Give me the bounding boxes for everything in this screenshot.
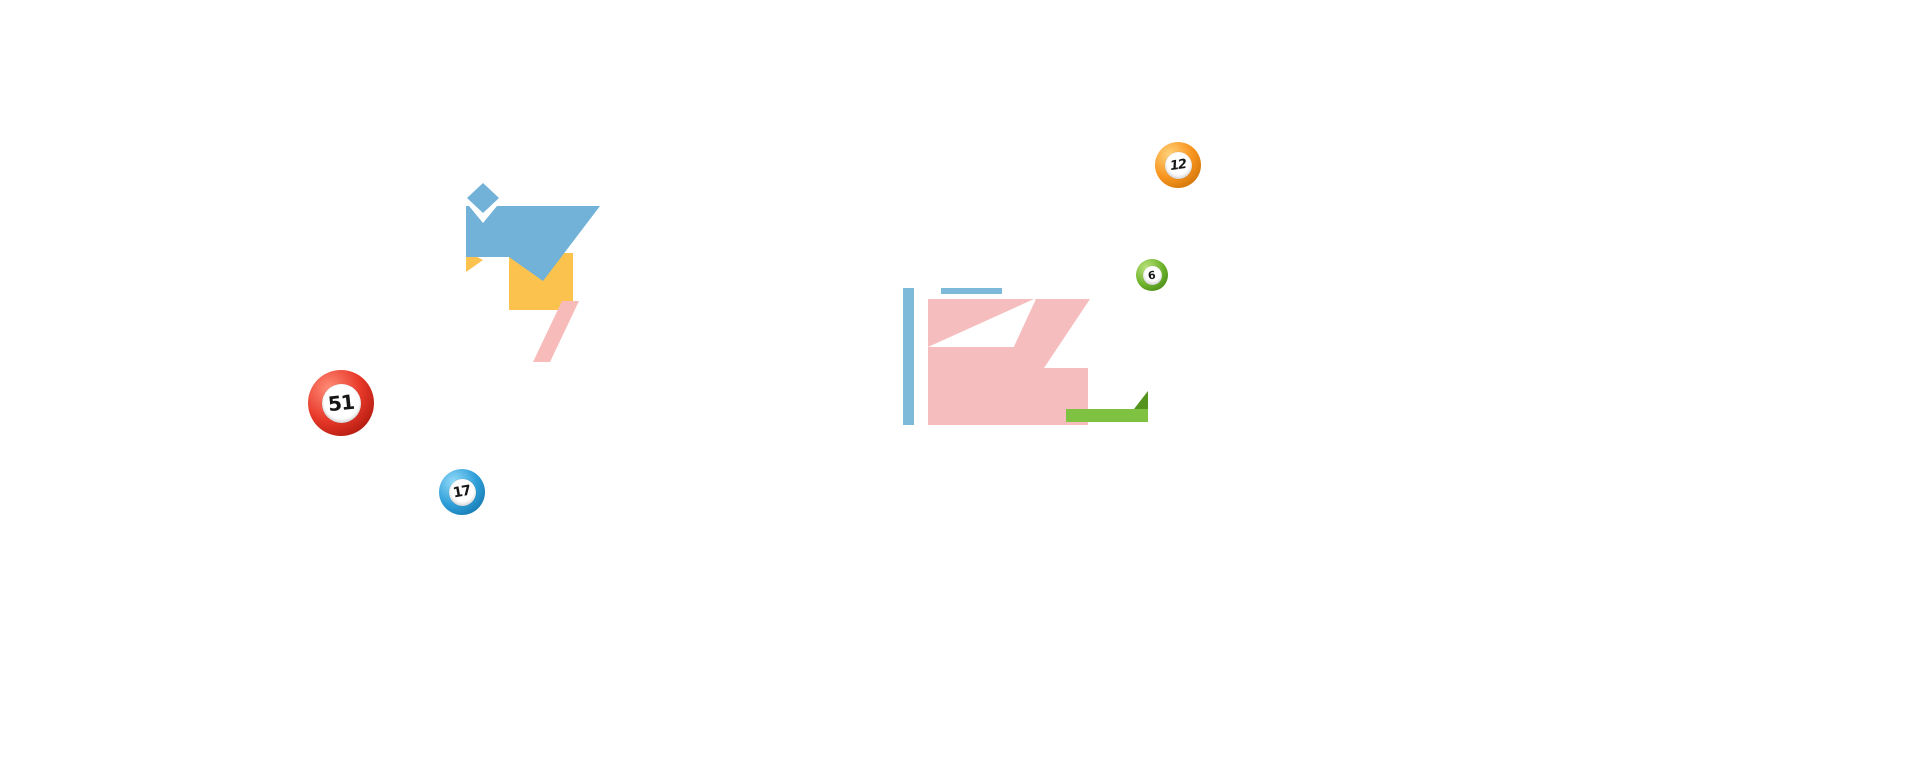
logo-green-bar-shape xyxy=(1066,409,1148,422)
logo-digit2-diagonal-shape xyxy=(1004,299,1090,368)
ball-number: 51 xyxy=(326,389,356,417)
logo-blue-underline-shape xyxy=(941,288,1002,294)
bird-fold-white-notch xyxy=(469,206,497,223)
logo-digit3-top-shape xyxy=(928,299,1034,347)
origami-bird-graphic xyxy=(466,183,600,362)
logo-green-fold-shape xyxy=(1134,391,1148,409)
bingo-ball-green-6: 6 xyxy=(1136,259,1168,291)
logo-blue-bar-shape xyxy=(903,288,914,425)
ball-face: 6 xyxy=(1142,265,1162,285)
bird-wing-blue-shape xyxy=(466,206,600,281)
ball-number: 17 xyxy=(451,482,472,502)
logo-32-graphic xyxy=(903,288,1148,425)
bingo-ball-blue-17: 17 xyxy=(439,469,485,515)
bird-tail-pink-shape xyxy=(533,301,579,362)
ball-face: 12 xyxy=(1164,151,1192,179)
bird-head-blue-diamond xyxy=(467,183,499,213)
ball-number: 6 xyxy=(1147,268,1157,282)
ball-face: 17 xyxy=(448,478,476,506)
ball-number: 12 xyxy=(1168,156,1188,174)
bingo-ball-red-51: 51 xyxy=(308,370,374,436)
bingo-ball-orange-12: 12 xyxy=(1155,142,1201,188)
ball-face: 51 xyxy=(321,383,361,423)
